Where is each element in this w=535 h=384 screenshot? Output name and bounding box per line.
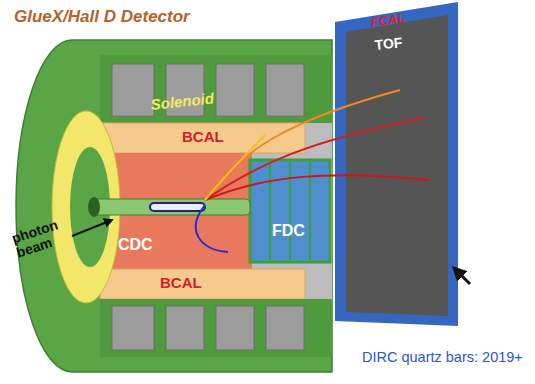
part-label: BCAL: [182, 129, 224, 146]
target: [150, 203, 205, 211]
part-label: FDC: [272, 222, 305, 240]
solenoid-bottom: [100, 299, 332, 357]
yoke-windows-lower: [112, 306, 304, 350]
part-label: BCAL: [160, 275, 202, 292]
part-label: TOF: [374, 35, 403, 53]
part-label: CDC: [118, 236, 153, 254]
figure-title: GlueX/Hall D Detector: [14, 8, 190, 27]
solenoid-top: [100, 55, 332, 123]
yoke-windows: [112, 64, 304, 116]
particle-tracks: [196, 90, 430, 252]
dirc-arrow: [454, 268, 470, 284]
note-label: DIRC quartz bars: 2019+: [362, 350, 523, 366]
tof-panel: [346, 15, 448, 316]
beam-pipe: [92, 199, 250, 215]
solenoid-body: [16, 40, 332, 372]
beam-hole: [88, 197, 100, 217]
bcal-lower: [100, 269, 305, 299]
fcal-frame: [335, 2, 458, 326]
beam-arrow: [72, 220, 112, 236]
